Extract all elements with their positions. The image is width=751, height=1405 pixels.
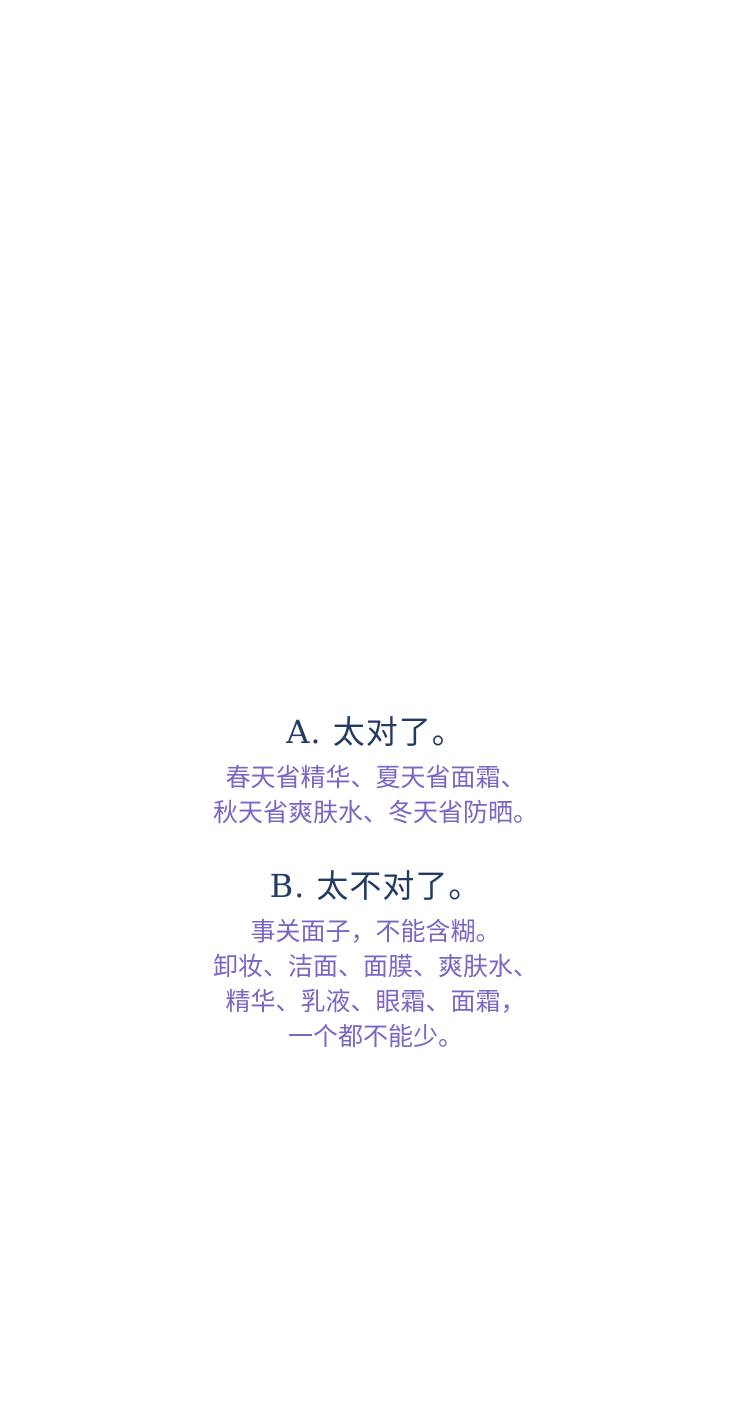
option-b-line: 卸妆、洁面、面膜、爽肤水、 (212, 952, 538, 981)
answer-options: A. 太对了。 春天省精华、夏天省面霜、 秋天省爽肤水、冬天省防晒。 B. 太不… (0, 706, 751, 1054)
option-a-heading: A. 太对了。 (286, 713, 465, 751)
option-b-heading: B. 太不对了。 (269, 867, 482, 905)
option-a-text: 春天省精华、夏天省面霜、 秋天省爽肤水、冬天省防晒。 (0, 760, 751, 830)
option-b-line: 事关面子，不能含糊。 (250, 917, 501, 946)
option-a-line: 春天省精华、夏天省面霜、 (225, 763, 526, 792)
option-a[interactable]: A. 太对了。 春天省精华、夏天省面霜、 秋天省爽肤水、冬天省防晒。 (0, 706, 751, 830)
option-a-line: 秋天省爽肤水、冬天省防晒。 (212, 798, 538, 827)
option-b-text: 事关面子，不能含糊。 卸妆、洁面、面膜、爽肤水、 精华、乳液、眼霜、面霜， 一个… (0, 914, 751, 1054)
option-b-line: 精华、乳液、眼霜、面霜， (225, 987, 526, 1016)
option-b[interactable]: B. 太不对了。 事关面子，不能含糊。 卸妆、洁面、面膜、爽肤水、 精华、乳液、… (0, 860, 751, 1054)
option-b-line: 一个都不能少。 (287, 1022, 463, 1051)
